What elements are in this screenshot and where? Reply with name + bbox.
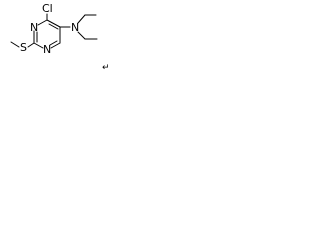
sulfur-label: S (20, 41, 27, 54)
bond-namine-ethyl2-a (77, 31, 86, 40)
background (0, 0, 129, 84)
bond-clowleft-s (27, 42, 35, 48)
bond-ctop-nleft (37, 19, 48, 26)
paragraph-mark: ↵ (102, 63, 110, 73)
bond-ctop-cright-double (48, 23, 59, 30)
ring-bonds (33, 19, 61, 49)
chemical-structure-figure: Cl N N N S ↵ (0, 0, 129, 84)
bond-clowright-nbottom (50, 42, 61, 49)
atom-labels: Cl N N N S ↵ (20, 2, 110, 73)
ring-nitrogen-bottom-label: N (43, 43, 51, 56)
ring-nitrogen-top-label: N (30, 21, 38, 34)
bond-clowright-nbottom-double (49, 40, 58, 46)
bond-ctop-cright (46, 19, 61, 28)
bond-s-methyl (10, 41, 20, 48)
substituent-bonds (10, 13, 98, 48)
chlorine-label: Cl (42, 2, 53, 15)
amine-nitrogen-label: N (71, 21, 79, 34)
structure-diagram-main: Cl N N N S ↵ (0, 0, 129, 84)
bond-nbottom-clowleft (33, 42, 44, 49)
bond-namine-ethyl1-a (77, 14, 86, 24)
